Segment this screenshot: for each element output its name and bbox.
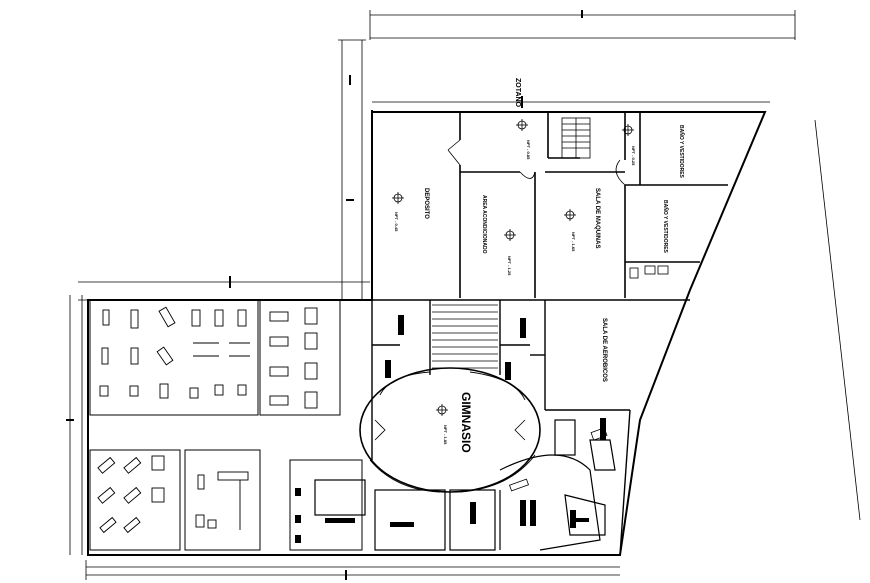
label-npt-hall: NPT - 0.85 bbox=[526, 140, 531, 160]
label-deposito: DEPOSITO bbox=[423, 188, 429, 219]
label-bano-vestidores-2: BAÑO Y VESTIDORES bbox=[662, 200, 669, 254]
label-bano-vestidores-1: BAÑO Y VESTIDORES bbox=[678, 125, 685, 179]
upper-rooms bbox=[372, 112, 728, 301]
label-sala-aerobicos: SALA DE AEROBICOS bbox=[601, 318, 607, 382]
label-npt-sala: NPT - 1.65 bbox=[571, 232, 576, 252]
label-npt-area: NPT - 1.25 bbox=[507, 256, 512, 276]
label-zotano: ZOTANO bbox=[514, 78, 521, 108]
main-stair bbox=[432, 304, 498, 369]
label-area-acondicionado: AREA ACONDICIONADO bbox=[481, 195, 487, 254]
equipment-symbols bbox=[97, 306, 318, 534]
gym-equipment-area bbox=[89, 299, 363, 551]
furniture-blocks bbox=[295, 315, 606, 543]
gym-ellipse bbox=[359, 367, 541, 493]
label-sala-maquinas: SALA DE MAQUINAS bbox=[594, 188, 600, 248]
lower-rooms bbox=[314, 419, 616, 551]
label-gimnasio: GIMNASIO bbox=[459, 392, 473, 453]
label-npt-deposito: NPT - 0.45 bbox=[394, 212, 399, 232]
doors-upper bbox=[447, 139, 626, 186]
label-npt-stairs: NPT - 0.25 bbox=[631, 146, 636, 166]
label-npt-gym: NPT - 1.85 bbox=[443, 425, 448, 445]
bathroom-fixtures bbox=[509, 265, 669, 492]
level-markers bbox=[392, 119, 634, 416]
service-stair bbox=[561, 117, 591, 159]
building-outline bbox=[87, 110, 767, 556]
central-hall bbox=[371, 300, 631, 556]
